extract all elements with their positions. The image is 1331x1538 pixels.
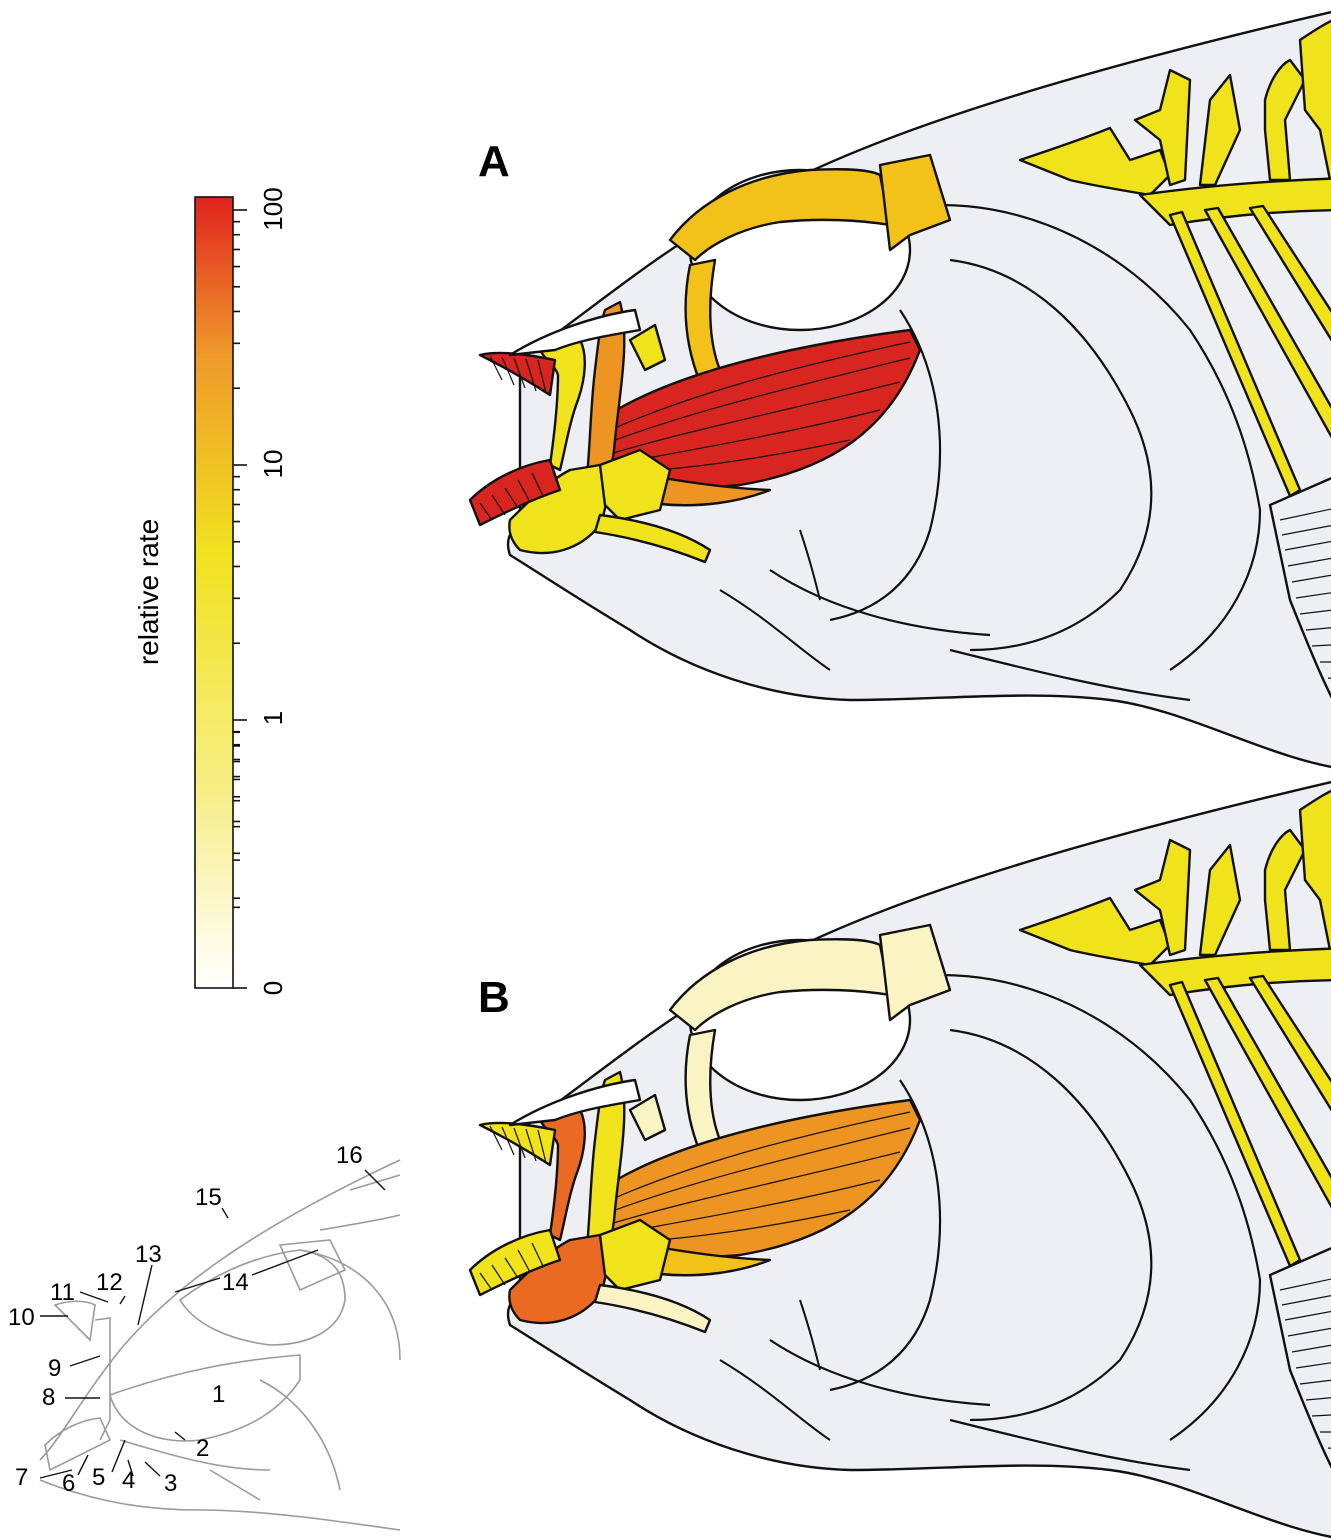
key-label-2: 2 bbox=[196, 1435, 209, 1462]
tick-label-0: 0 bbox=[258, 981, 288, 995]
colorbar: relative rate 100 10 1 0 bbox=[133, 187, 288, 995]
tick-label-100: 100 bbox=[258, 187, 288, 230]
colorbar-ramp bbox=[195, 197, 233, 988]
tick-label-1: 1 bbox=[258, 711, 288, 725]
tick-label-10: 10 bbox=[258, 450, 288, 479]
key-label-11: 11 bbox=[50, 1279, 75, 1306]
key-label-16: 16 bbox=[336, 1142, 363, 1169]
key-label-5: 5 bbox=[92, 1464, 105, 1491]
key-label-10: 10 bbox=[8, 1304, 35, 1331]
key-label-14: 14 bbox=[222, 1269, 249, 1296]
key-label-13: 13 bbox=[135, 1241, 162, 1268]
key-label-15: 15 bbox=[195, 1184, 222, 1211]
key-label-1: 1 bbox=[212, 1381, 225, 1408]
key-label-12: 12 bbox=[96, 1269, 123, 1296]
panel-label-a: A bbox=[478, 137, 510, 186]
colorbar-title: relative rate bbox=[133, 519, 164, 665]
key-label-3: 3 bbox=[164, 1470, 177, 1497]
key-label-7: 7 bbox=[15, 1464, 28, 1491]
key-label-6: 6 bbox=[62, 1470, 75, 1497]
key-label-8: 8 bbox=[42, 1384, 55, 1411]
key-label-4: 4 bbox=[122, 1467, 135, 1494]
colorbar-ticks bbox=[233, 210, 247, 988]
anatomy-key: 1 2 3 4 5 6 7 8 9 10 11 12 13 14 15 16 bbox=[8, 1142, 400, 1530]
fish-head-panel-b bbox=[470, 780, 1331, 1538]
key-label-9: 9 bbox=[48, 1355, 61, 1382]
fish-head-panel-a bbox=[470, 10, 1331, 770]
panel-label-b: B bbox=[478, 973, 510, 1022]
